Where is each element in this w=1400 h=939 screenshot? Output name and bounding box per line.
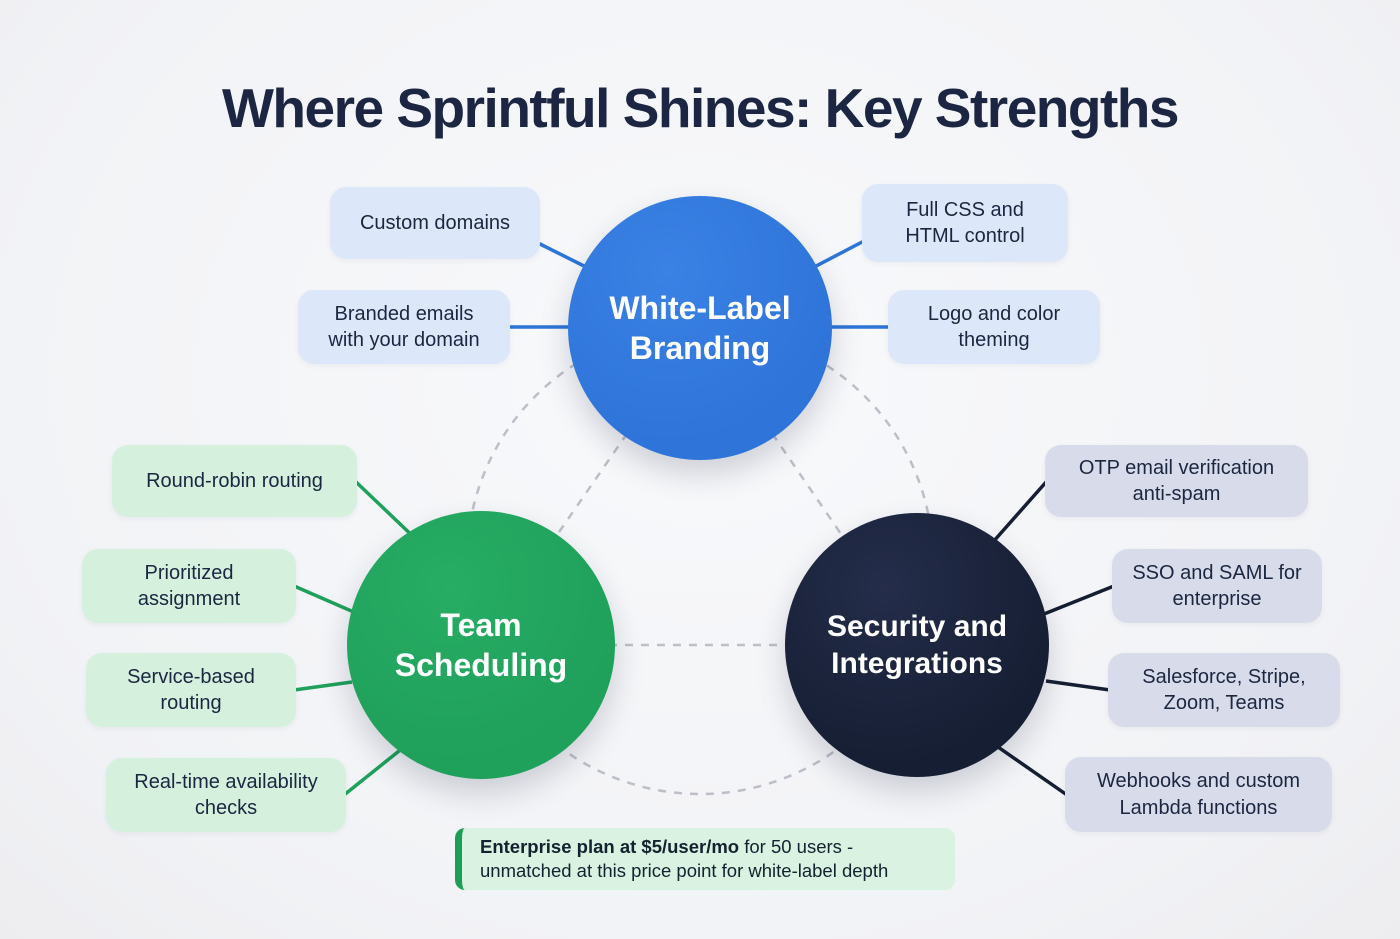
note-line2: unmatched at this price point for white-…	[480, 860, 889, 881]
page-title: Where Sprintful Shines: Key Strengths	[221, 77, 1180, 139]
callout-label: SSO and SAML for enterprise	[1132, 561, 1302, 610]
hub-label: White-Label Branding	[609, 290, 791, 366]
callout-label: Salesforce, Stripe, Zoom, Teams	[1142, 665, 1306, 714]
note-bold-text: Enterprise plan at $5/user/mo	[480, 835, 740, 857]
callout-full-css-html-control: Full CSS and HTML control	[862, 184, 1068, 262]
callout-label: Prioritized assignment	[137, 561, 241, 610]
callout-label: OTP email verification anti-spam	[1078, 456, 1275, 505]
callout-label: Webhooks and custom Lambda functions	[1096, 770, 1301, 819]
callout-custom-domains: Custom domains	[330, 187, 540, 259]
callout-label: Logo and color theming	[927, 302, 1061, 351]
callout-webhooks-lambda: Webhooks and custom Lambda functions	[1065, 757, 1332, 832]
hub-white-label-branding: White-Label Branding	[568, 196, 832, 460]
callout-label: Real-time availability checks	[134, 770, 318, 819]
callout-prioritized-assignment: Prioritized assignment	[82, 549, 296, 623]
hub-label: Team Scheduling	[394, 607, 568, 683]
callout-round-robin-routing: Round-robin routing	[112, 445, 357, 517]
note-regular-text: for 50 users -	[739, 835, 854, 857]
callout-label: Custom domains	[359, 211, 511, 234]
callout-branded-emails: Branded emails with your domain	[298, 290, 510, 364]
callout-service-based-routing: Service-based routing	[86, 653, 296, 727]
note-text: Enterprise plan at $5/user/mo for 50 use…	[480, 835, 888, 883]
enterprise-pricing-note: Enterprise plan at $5/user/mo for 50 use…	[455, 828, 955, 890]
callout-label: Full CSS and HTML control	[905, 198, 1025, 247]
callout-logo-color-theming: Logo and color theming	[888, 290, 1100, 364]
callout-sso-saml: SSO and SAML for enterprise	[1112, 549, 1322, 623]
dark-connectors	[991, 479, 1115, 797]
callout-realtime-availability: Real-time availability checks	[106, 758, 346, 832]
hub-team-scheduling: Team Scheduling	[347, 511, 615, 779]
callout-integrations-list: Salesforce, Stripe, Zoom, Teams	[1108, 653, 1340, 727]
callout-otp-email-verification: OTP email verification anti-spam	[1045, 445, 1308, 517]
hub-label: Security and Integrations	[826, 609, 1008, 681]
hub-security-integrations: Security and Integrations	[785, 513, 1049, 777]
callout-label: Service-based routing	[127, 665, 255, 714]
callout-label: Round-robin routing	[146, 469, 323, 492]
callout-label: Branded emails with your domain	[328, 302, 480, 351]
